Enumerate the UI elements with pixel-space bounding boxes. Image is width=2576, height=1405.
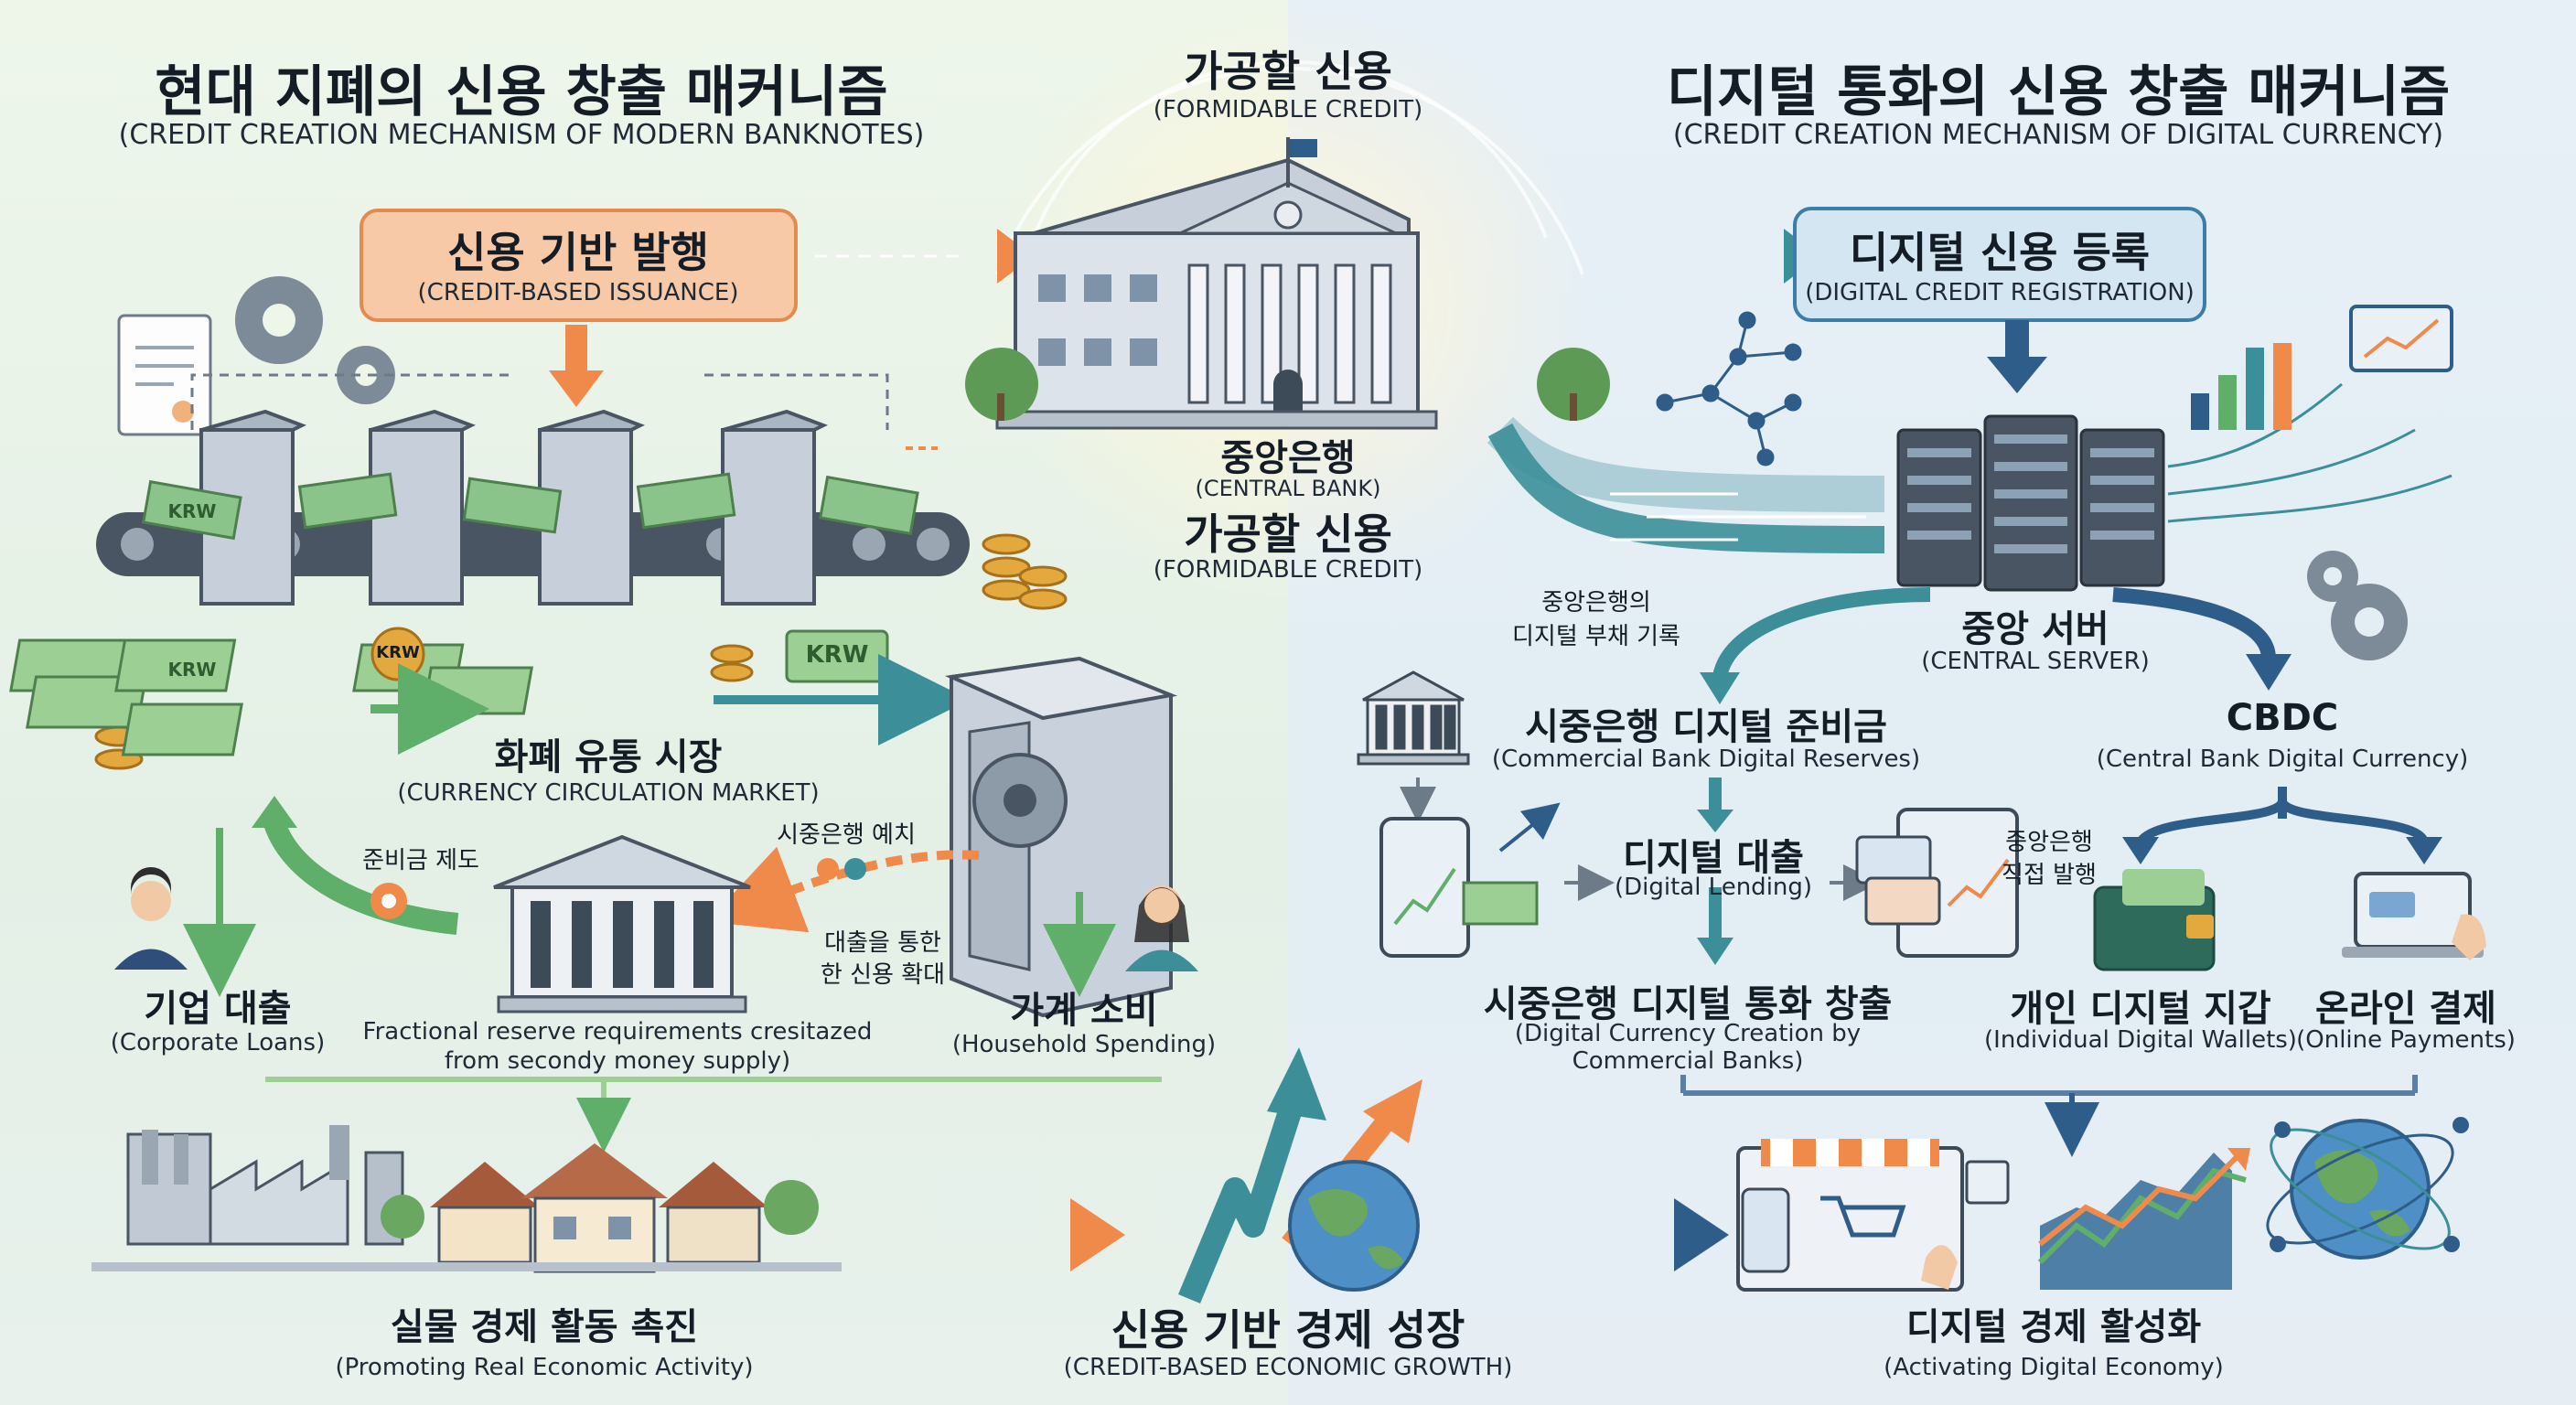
digital-lending-label: 디지털 대출 <box>1623 837 1804 879</box>
krw-note-label: KRW <box>805 641 869 669</box>
krw-bill-label: KRW <box>167 500 217 522</box>
deposit-label: 시중은행 예치 <box>777 821 916 849</box>
fractional-reserve-line-2: from secondy money supply) <box>444 1047 791 1075</box>
globe-network-icon <box>2266 1117 2469 1260</box>
digital-economy-label: 디지털 경제 활성화 <box>1905 1306 2202 1348</box>
center-mid-label: 가공할 신용 <box>1184 509 1392 559</box>
fractional-reserve-line-1: Fractional reserve requirements cresitaz… <box>362 1018 873 1046</box>
left-title-en: (CREDIT CREATION MECHANISM OF MODERN BAN… <box>118 119 925 151</box>
cbdc-label: CBDC <box>2226 697 2339 739</box>
liability-label-2: 디지털 부채 기록 <box>1512 623 1680 650</box>
household-label: 가계 소비 <box>1010 990 1158 1032</box>
registration-label: 디지털 신용 등록 <box>1849 228 2151 277</box>
monitor-chart-icon <box>2349 305 2453 372</box>
reserve-system-label: 준비금 제도 <box>362 847 479 874</box>
center-top-label: 가공할 신용 <box>1184 47 1392 96</box>
online-shop-icon <box>1736 1139 2010 1292</box>
household-person-icon <box>1125 885 1198 971</box>
central-server-icon <box>1896 414 2165 592</box>
central-server-label: 중앙 서버 <box>1961 608 2109 650</box>
right-title: 디지털 통화의 신용 창출 매커니즘 <box>1666 60 2451 124</box>
phone-chart-icon <box>1379 817 1539 958</box>
digital-currency-creation-label-en-1: (Digital Currency Creation by <box>1514 1020 1862 1047</box>
real-economy-label-en: (Promoting Real Economic Activity) <box>335 1354 754 1381</box>
center-top-label-en: (FORMIDABLE CREDIT) <box>1153 96 1423 123</box>
gear-icon <box>235 276 395 404</box>
registration-box <box>1793 207 2206 322</box>
corporate-loans-label-en: (Corporate Loans) <box>110 1029 326 1056</box>
gear-icon <box>2307 551 2408 660</box>
liability-label-1: 중앙은행의 <box>1541 589 1651 617</box>
digital-currency-creation-label: 시중은행 디지털 통화 창출 <box>1483 983 1893 1025</box>
corporate-loans-label: 기업 대출 <box>144 988 292 1030</box>
center-arcs <box>995 59 1584 275</box>
central-bank-label: 중앙은행 <box>1220 437 1356 479</box>
digital-economy-chart-icon <box>2037 1148 2250 1290</box>
online-payments-label-en: (Online Payments) <box>2296 1026 2516 1054</box>
right-title-en: (CREDIT CREATION MECHANISM OF DIGITAL CU… <box>1672 119 2444 151</box>
digital-reserves-label: 시중은행 디지털 준비금 <box>1525 706 1887 748</box>
credit-expansion-label-1: 대출을 통한 <box>824 929 941 957</box>
factory-and-houses <box>91 1125 842 1273</box>
cash-stacks <box>9 638 534 756</box>
credit-expansion-label-2: 한 신용 확대 <box>820 961 946 989</box>
wallet-icon <box>2093 869 2216 971</box>
network-nodes-icon <box>1656 311 1802 467</box>
reserve-arrow <box>263 819 459 935</box>
market-label: 화폐 유통 시장 <box>494 736 723 778</box>
issuance-box <box>360 209 798 322</box>
household-label-en: (Household Spending) <box>951 1031 1217 1058</box>
direct-issuance-label-2: 직접 발행 <box>2002 862 2097 889</box>
center-mid-label-en: (FORMIDABLE CREDIT) <box>1153 556 1423 584</box>
printing-conveyor <box>96 409 970 606</box>
online-payments-label: 온라인 결제 <box>2315 988 2496 1030</box>
laptop-payment-icon <box>2342 872 2486 960</box>
vault-icon <box>944 656 1178 1018</box>
growth-label-en: (CREDIT-BASED ECONOMIC GROWTH) <box>1063 1354 1513 1381</box>
loan-arrow <box>707 846 980 933</box>
digital-reserves-label-en: (Commercial Bank Digital Reserves) <box>1491 745 1921 773</box>
central-server-label-en: (CENTRAL SERVER) <box>1921 648 2150 675</box>
left-title: 현대 지폐의 신용 창출 매커니즘 <box>155 60 888 124</box>
tablet-cards-icon <box>1855 808 2019 958</box>
deposit-coins <box>817 858 866 880</box>
digital-wallet-label-en: (Individual Digital Wallets) <box>1984 1026 2297 1054</box>
market-label-en: (CURRENCY CIRCULATION MARKET) <box>397 779 820 807</box>
growth-label: 신용 기반 경제 성장 <box>1111 1305 1465 1355</box>
digital-wallet-label: 개인 디지털 지갑 <box>2010 988 2271 1030</box>
digital-economy-label-en: (Activating Digital Economy) <box>1884 1354 2224 1381</box>
issuance-label-en: (CREDIT-BASED ISSUANCE) <box>417 279 739 306</box>
issuance-label: 신용 기반 발행 <box>447 228 709 277</box>
business-person-icon <box>114 867 188 970</box>
registration-label-en: (DIGITAL CREDIT REGISTRATION) <box>1805 279 2195 306</box>
commercial-bank-building <box>493 834 751 1014</box>
real-economy-label: 실물 경제 활동 촉진 <box>390 1306 699 1348</box>
bar-chart-icon <box>2191 343 2292 430</box>
document-icon <box>117 314 212 436</box>
krw-stack-label: KRW <box>167 659 217 681</box>
central-bank-building <box>965 137 1610 430</box>
central-bank-label-en: (CENTRAL BANK) <box>1195 476 1381 501</box>
krw-coin-label: KRW <box>376 643 420 662</box>
digital-lending-label-en: (Digital Lending) <box>1614 874 1813 901</box>
digital-currency-creation-label-en-2: Commercial Banks) <box>1572 1047 1804 1075</box>
direct-issuance-label-1: 중앙은행 <box>2005 829 2093 856</box>
cbdc-label-en: (Central Bank Digital Currency) <box>2096 745 2469 773</box>
commercial-bank-icon <box>1357 670 1470 766</box>
growth-arrows-icon <box>1178 1047 1422 1303</box>
